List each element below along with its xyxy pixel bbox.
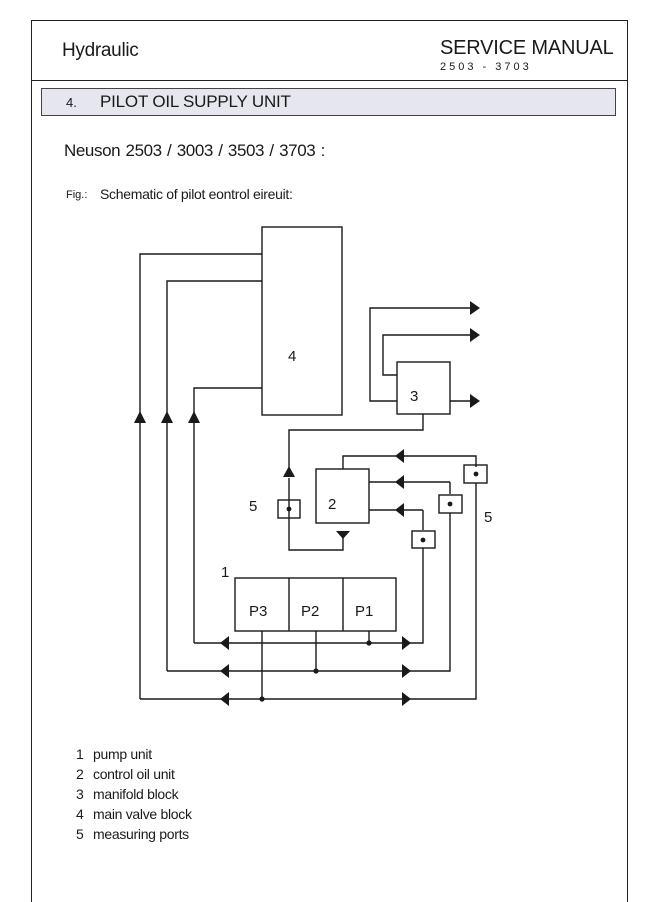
legend-number: 5: [76, 826, 84, 842]
section-heading-bar: [41, 88, 616, 116]
label-p1: P1: [355, 603, 373, 620]
pump-line-p3: [140, 483, 477, 700]
header-divider: [31, 80, 627, 81]
page-frame: [31, 20, 628, 902]
legend-label: manifold block: [93, 786, 179, 802]
arrow-left-p1: [220, 636, 229, 650]
arrow-up-outer: [134, 411, 146, 423]
arrow-up-middle: [161, 411, 173, 423]
header-model-range: 2503 - 3703: [440, 61, 532, 73]
manifold-feed: [288, 414, 424, 477]
label-main-valve: 4: [288, 348, 296, 365]
arrow-right-p1: [402, 636, 411, 650]
figure-caption: Schematic of pilot eontrol eireuit:: [100, 186, 293, 202]
port-dot-top: [473, 471, 479, 477]
header-section-name: Hydraulic: [62, 40, 139, 61]
label-manifold: 3: [410, 388, 418, 405]
manifold-out-1: [369, 307, 471, 402]
legend-item: 5 measuring ports: [76, 826, 192, 846]
control-top-line: [342, 455, 477, 469]
arrow-down-control: [336, 531, 350, 539]
legend-number: 1: [76, 746, 84, 762]
junction-p1: [366, 640, 372, 646]
legend-item: 2 control oil unit: [76, 766, 192, 786]
arrow-left-p2: [220, 664, 229, 678]
return-line-middle: [166, 280, 262, 671]
arrow-up-feed: [283, 466, 295, 477]
manifold-out-2: [382, 334, 471, 376]
legend-label: control oil unit: [93, 766, 175, 782]
arrow-left-mid: [395, 475, 404, 489]
measuring-port-left: [277, 499, 301, 519]
control-feed: [288, 478, 344, 551]
port-dot-low: [420, 537, 426, 543]
legend-item: 3 manifold block: [76, 786, 192, 806]
arrow-right-p2: [402, 664, 411, 678]
junction-p3: [259, 696, 265, 702]
label-port-left: 5: [249, 498, 257, 515]
label-pump-unit: 1: [221, 564, 229, 581]
section-number: 4.: [66, 95, 77, 110]
legend-number: 4: [76, 806, 84, 822]
arrow-left-p3: [220, 692, 229, 706]
arrow-right-2: [470, 328, 480, 342]
legend-label: pump unit: [93, 746, 152, 762]
pump-line-p2: [167, 513, 451, 672]
arrow-right-3: [470, 394, 480, 408]
manifold-block: [396, 361, 451, 415]
legend-label: measuring ports: [93, 826, 189, 842]
arrow-left-top: [395, 449, 404, 463]
label-port-right: 5: [484, 509, 492, 526]
main-valve-block: [261, 226, 343, 416]
arrow-right-1: [470, 301, 480, 315]
section-title: PILOT OIL SUPPLY UNIT: [100, 92, 291, 111]
junction-p2: [313, 668, 319, 674]
legend-number: 2: [76, 766, 84, 782]
legend-label: main valve block: [93, 806, 192, 822]
legend-number: 3: [76, 786, 84, 802]
arrow-up-inner: [188, 411, 200, 423]
arrow-left-low: [395, 503, 404, 517]
control-oil-unit: [315, 468, 370, 524]
arrow-right-p3: [402, 692, 411, 706]
figure-prefix: Fig.:: [66, 189, 88, 201]
models-line: Neuson 2503 / 3003 / 3503 / 3703 :: [64, 141, 325, 160]
return-line-inner: [193, 387, 262, 643]
port-dot-mid: [447, 501, 453, 507]
label-control-oil: 2: [328, 496, 336, 513]
legend: 1 pump unit 2 control oil unit 3 manifold b…: [76, 746, 192, 846]
label-p2: P2: [301, 603, 319, 620]
pump-line-p1: [194, 548, 424, 644]
label-p3: P3: [249, 603, 267, 620]
port-dot-left: [286, 506, 292, 512]
legend-item: 4 main valve block: [76, 806, 192, 826]
legend-item: 1 pump unit: [76, 746, 192, 766]
header-manual-title: SERVICE MANUAL: [440, 37, 614, 59]
return-line-outer: [139, 253, 262, 699]
